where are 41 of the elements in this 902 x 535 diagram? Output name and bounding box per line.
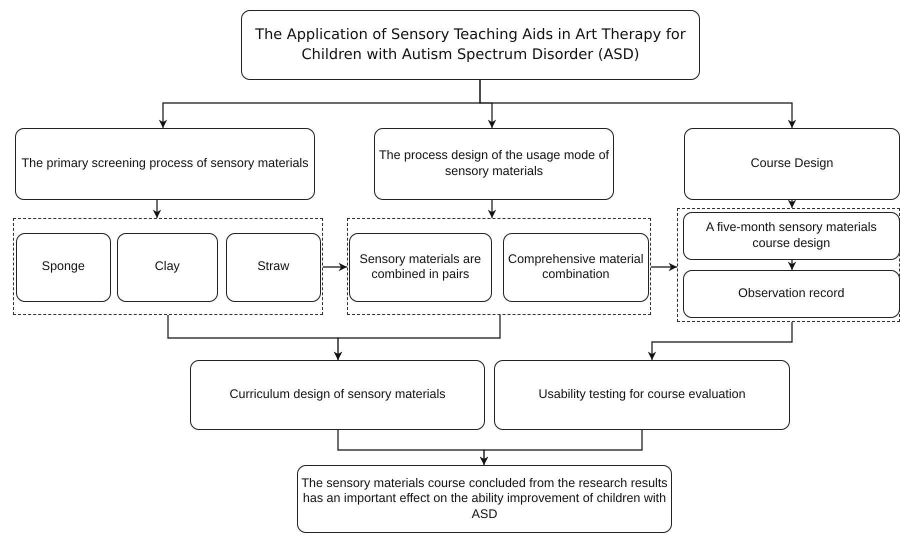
arrow	[480, 430, 643, 465]
arrow	[488, 200, 496, 218]
process-box	[116, 232, 218, 302]
process-box	[226, 232, 321, 302]
process-box	[348, 232, 492, 302]
process-box	[16, 232, 111, 302]
node-text: Usability testing for course evaluation	[537, 387, 747, 403]
dashed-group-frame	[347, 218, 651, 315]
node-text: Sensory materials are combined in pairs	[358, 252, 482, 283]
node-text: Observation record	[737, 286, 846, 302]
dashed-group-frame	[677, 208, 900, 322]
node-text: The process design of the usage mode of sensory materials	[378, 148, 610, 180]
arrow	[334, 315, 501, 360]
dashed-group-frame	[13, 218, 323, 315]
process-box	[684, 128, 900, 200]
arrow	[788, 200, 796, 208]
node-text: Sponge	[40, 259, 86, 276]
arrow	[651, 262, 677, 272]
process-box	[15, 128, 315, 200]
process-box	[682, 270, 900, 318]
node-text: Comprehensive material combination	[507, 252, 645, 283]
node-text: A five-month sensory materials course design	[704, 220, 878, 252]
arrow	[323, 262, 347, 272]
process-box	[494, 360, 790, 430]
node-text: Clay	[154, 259, 181, 276]
node-text: Straw	[256, 259, 290, 276]
process-box	[190, 360, 485, 430]
process-box	[297, 465, 672, 533]
arrow	[152, 200, 162, 218]
process-box	[682, 212, 900, 260]
title-box	[241, 10, 700, 80]
arrow	[648, 322, 793, 360]
process-box	[374, 128, 614, 200]
arrow	[479, 80, 796, 128]
node-text: The Application of Sensory Teaching Aids in Art Therapy for Children with Autism Spectrum Disorder (ASD)	[254, 26, 687, 65]
node-text: Curriculum design of sensory materials	[228, 387, 447, 403]
node-text: The sensory materials course concluded from the research results has an important effect on the ability improvement of children with ASD	[300, 476, 669, 522]
arrow	[788, 260, 796, 270]
node-text: The primary screening process of sensory materials	[20, 156, 310, 172]
node-text: Course Design	[750, 156, 834, 172]
process-box	[502, 232, 649, 302]
